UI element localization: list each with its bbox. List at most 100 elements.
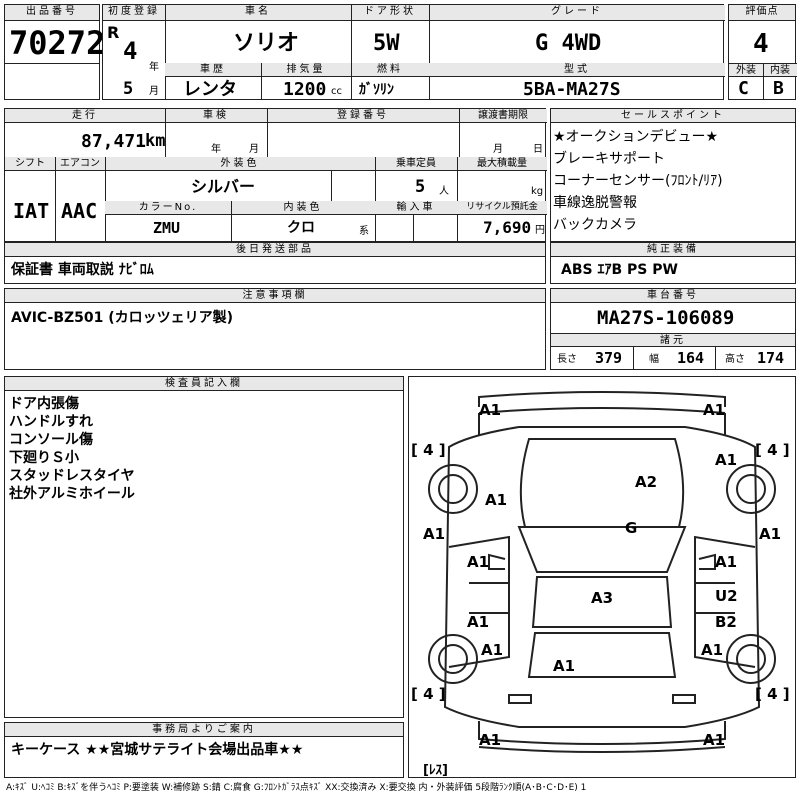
mark-roof: A3 <box>591 589 614 607</box>
fuel-type: ｶﾞｿﾘﾝ <box>359 82 394 98</box>
mark-rr-fender: A1 <box>701 641 724 659</box>
width-value: 164 <box>677 349 705 367</box>
transfer-deadline-label: 譲渡書期限 <box>459 109 547 123</box>
sales-point-item: ブレーキサポート <box>553 151 665 167</box>
inspector-line: スタッドレスタイヤ <box>9 468 135 484</box>
model-code-label: 型式 <box>429 63 725 77</box>
fuel-label: 燃料 <box>351 63 429 77</box>
inspector-line: ハンドルすれ <box>9 414 93 430</box>
mark-rl-fender: A1 <box>481 641 504 659</box>
interior-label: 内装 <box>763 63 797 77</box>
mileage-value: 87,471 <box>81 131 147 152</box>
legend-text: A:ｷｽﾞ U:ﾍｺﾐ B:ｷｽﾞを伴うﾍｺﾐ P:要塗装 W:補修跡 S:錆 … <box>6 783 587 793</box>
equipment-value: ABS ｴｱB PS PW <box>561 262 678 278</box>
tire-front-left: [ 4 ] <box>411 441 446 459</box>
mark-left-door-front: A1 <box>467 553 490 571</box>
mark-rear-left: A1 <box>479 731 502 749</box>
mark-hood-right: A2 <box>635 473 658 491</box>
mark-u2: U2 <box>715 587 738 605</box>
score-value: 4 <box>753 29 769 59</box>
later-parts-box: 後日発送部品 保証書 車両取説 ﾅﾋﾞﾛﾑ <box>4 242 546 284</box>
first-reg-label: 初度登録 <box>103 5 165 21</box>
width-label: 幅 <box>649 354 659 365</box>
mileage-label: 走行 <box>5 109 165 123</box>
height-value: 174 <box>757 349 785 367</box>
details-box: 走行 車検 登録番号 譲渡書期限 87,471 km 年 月 月 日 シフト エ… <box>4 108 547 242</box>
reg-month: 5 <box>123 79 134 99</box>
exterior-color-label: 外装色 <box>105 157 375 171</box>
shift-label: シフト <box>5 157 55 171</box>
cc-unit: cc <box>331 86 342 97</box>
office-notice-label: 事務局よりご案内 <box>5 723 403 737</box>
notes-value: AVIC-BZ501 (カロッツェリア製) <box>11 310 234 326</box>
mark-left-edge: A1 <box>423 525 446 543</box>
import-label: 輸入車 <box>375 201 457 215</box>
inspector-label: 検査員記入欄 <box>5 377 403 391</box>
door-type: 5W <box>373 31 400 56</box>
registration-label: 登録番号 <box>267 109 459 123</box>
inspector-box: 検査員記入欄 ドア内張傷 ハンドルすれ コンソール傷 下廻りＳ小 スタッドレスタ… <box>4 376 404 718</box>
kg-unit: kg <box>531 186 544 197</box>
sales-points-list: ★オークションデビュー★ ブレーキサポート コーナーセンサー(ﾌﾛﾝﾄ/ﾘｱ) … <box>553 126 723 236</box>
mark-rear-glass: A1 <box>553 657 576 675</box>
lot-number-label: 出品番号 <box>5 5 99 21</box>
shift-value: IAT <box>13 199 50 223</box>
notes-box: 注意事項欄 AVIC-BZ501 (カロッツェリア製) <box>4 288 546 370</box>
history-label: 車歴 <box>165 63 261 77</box>
deadline-month-unit: 月 <box>493 144 503 155</box>
exterior-color-value: シルバー <box>191 177 256 196</box>
recycle-label: リサイクル預託金 <box>457 201 547 215</box>
era-code: R <box>107 23 120 42</box>
sales-points-label: セールスポイント <box>551 109 795 123</box>
interior-color-label: 内装色 <box>231 201 375 215</box>
mark-hood-left: A1 <box>485 491 508 509</box>
damage-diagram-box: A1 A1 [ 4 ] [ 4 ] A1 A2 A1 G A1 A1 A1 A1… <box>408 376 796 778</box>
sales-points-box: セールスポイント ★オークションデビュー★ ブレーキサポート コーナーセンサー(… <box>550 108 796 242</box>
spare-tire: [ﾚｽ] <box>423 763 448 778</box>
dims-label: 諸元 <box>551 333 795 347</box>
height-label: 高さ <box>725 354 745 365</box>
exterior-label: 外装 <box>729 63 763 77</box>
later-parts-value: 保証書 車両取説 ﾅﾋﾞﾛﾑ <box>11 262 154 278</box>
mark-right-edge: A1 <box>759 525 782 543</box>
month-unit: 月 <box>149 86 159 97</box>
office-notice-box: 事務局よりご案内 キーケース ★★宮城サテライト会場出品車★★ <box>4 722 404 778</box>
inspector-notes: ドア内張傷 ハンドルすれ コンソール傷 下廻りＳ小 スタッドレスタイヤ 社外アル… <box>9 395 135 503</box>
mark-right-door-front: A1 <box>715 553 738 571</box>
sales-point-item: コーナーセンサー(ﾌﾛﾝﾄ/ﾘｱ) <box>553 173 723 189</box>
inspector-line: ドア内張傷 <box>9 396 79 412</box>
capacity-value: 5 <box>415 177 426 197</box>
notes-label: 注意事項欄 <box>5 289 545 303</box>
persons-unit: 人 <box>439 186 449 197</box>
grade: G 4WD <box>535 31 602 56</box>
sales-point-item: バックカメラ <box>553 217 637 233</box>
chassis-box: 車台番号 MA27S-106089 諸元 長さ 379 幅 164 高さ 174 <box>550 288 796 370</box>
inspector-line: コンソール傷 <box>9 432 93 448</box>
capacity-label: 乗車定員 <box>375 157 457 171</box>
recycle-value: 7,690 <box>483 218 532 237</box>
color-no-label: カラーNo. <box>105 201 231 215</box>
inspection-month-unit: 月 <box>249 144 259 155</box>
inspector-line: 社外アルミホイール <box>9 486 135 502</box>
inspector-line: 下廻りＳ小 <box>9 450 79 466</box>
displacement-label: 排気量 <box>261 63 351 77</box>
year-unit: 年 <box>149 62 159 73</box>
inspection-label: 車検 <box>165 109 267 123</box>
sales-point-item: 車線逸脱警報 <box>553 195 637 211</box>
mark-left-door-rear: A1 <box>467 613 490 631</box>
mark-rear-right: A1 <box>703 731 726 749</box>
score-label: 評価点 <box>729 5 795 21</box>
model-code: 5BA-MA27S <box>523 79 621 100</box>
tire-front-right: [ 4 ] <box>755 441 790 459</box>
equipment-label: 純正装備 <box>551 243 795 257</box>
max-load-label: 最大積載量 <box>457 157 547 171</box>
deadline-day-unit: 日 <box>533 144 543 155</box>
door-type-label: ドア形状 <box>351 5 429 21</box>
mark-front-right: A1 <box>703 401 726 419</box>
tire-rear-left: [ 4 ] <box>411 685 446 703</box>
inspection-year-unit: 年 <box>211 144 221 155</box>
displacement: 1200 <box>283 79 327 100</box>
aircon-value: AAC <box>61 199 98 223</box>
mark-fr-fender: A1 <box>715 451 738 469</box>
tire-rear-right: [ 4 ] <box>755 685 790 703</box>
